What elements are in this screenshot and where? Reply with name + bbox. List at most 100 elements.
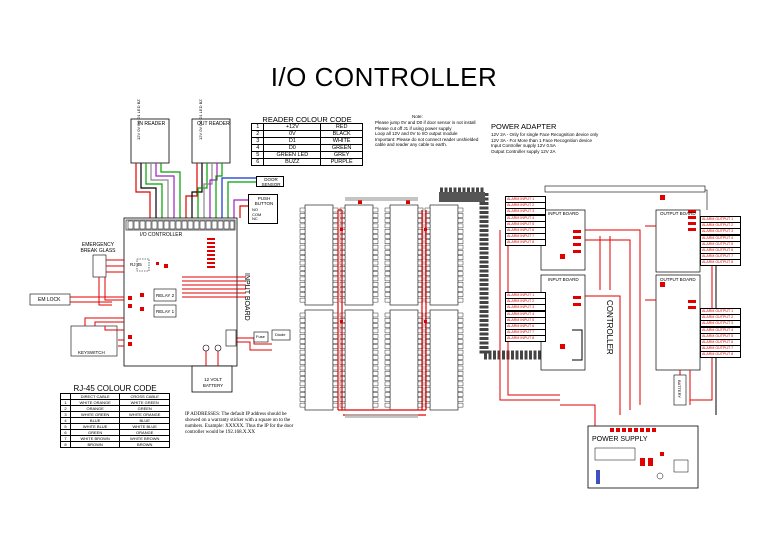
table-cell: 3 bbox=[250, 137, 265, 145]
terminal-pin bbox=[457, 387, 464, 392]
table-cell: D1 bbox=[263, 137, 322, 145]
terminal-pin bbox=[332, 387, 339, 392]
terminal-pin bbox=[299, 344, 306, 349]
terminal-pin bbox=[424, 276, 431, 282]
terminal-pin bbox=[424, 387, 431, 392]
terminal-pin bbox=[332, 312, 339, 318]
note-list: Please jump 0V and D0 if door sensor is … bbox=[375, 120, 480, 148]
terminal-pin bbox=[299, 228, 306, 234]
terminal-pin bbox=[372, 260, 379, 266]
terminal-pin bbox=[384, 255, 391, 260]
terminal-pin bbox=[332, 292, 339, 297]
terminal-pin bbox=[332, 376, 339, 381]
terminal-pin bbox=[384, 397, 391, 402]
terminal-pin bbox=[457, 292, 464, 297]
terminal-pin bbox=[332, 371, 339, 376]
alarm-label: ALARM OUTPUT 8 bbox=[700, 259, 741, 267]
table-cell: 2 bbox=[250, 130, 265, 138]
terminal-pin bbox=[457, 365, 464, 371]
terminal-pin bbox=[457, 312, 464, 318]
terminal-pin bbox=[424, 397, 431, 402]
power-adapter-line: 12V 2A - Only for single Face Recognitio… bbox=[491, 132, 599, 137]
terminal-pin bbox=[457, 318, 464, 323]
io-controller-label: I/O CONTROLLER bbox=[140, 232, 183, 238]
terminal-pin bbox=[424, 360, 431, 365]
terminal-pin bbox=[332, 323, 339, 328]
terminal-pin bbox=[417, 213, 424, 218]
terminal-pin bbox=[424, 255, 431, 260]
terminal-pin bbox=[384, 260, 391, 266]
terminal-pin bbox=[457, 402, 464, 408]
power-adapter-lines: 12V 2A - Only for single Face Recognitio… bbox=[491, 132, 621, 154]
terminal-pin bbox=[372, 387, 379, 392]
terminal-pin bbox=[424, 250, 431, 255]
terminal-pin bbox=[299, 297, 306, 303]
battery-right-label: BATTERY bbox=[677, 380, 682, 399]
terminal-pin bbox=[332, 381, 339, 387]
terminal-pin bbox=[372, 271, 379, 276]
terminal-pin bbox=[457, 297, 464, 303]
terminal-pin bbox=[424, 244, 431, 250]
terminal-pin bbox=[372, 355, 379, 360]
terminal-pin bbox=[372, 360, 379, 365]
terminal-pin bbox=[424, 292, 431, 297]
terminal-pin bbox=[332, 297, 339, 303]
terminal-pin bbox=[424, 381, 431, 387]
table-cell: RED bbox=[320, 123, 363, 131]
terminal-pin bbox=[299, 282, 306, 287]
terminal-pin bbox=[384, 323, 391, 328]
terminal-pin bbox=[384, 234, 391, 239]
terminal-pin bbox=[417, 260, 424, 266]
terminal-pin bbox=[457, 207, 464, 213]
terminal-pin bbox=[424, 234, 431, 239]
table-cell: 6 bbox=[250, 158, 265, 166]
terminal-pin bbox=[417, 255, 424, 260]
terminal-pin bbox=[417, 323, 424, 328]
terminal-pin bbox=[299, 271, 306, 276]
input-board-bottom-label: INPUT BOARD bbox=[548, 277, 579, 282]
terminal-pin bbox=[384, 349, 391, 355]
terminal-pin bbox=[372, 402, 379, 408]
table-cell: GREY bbox=[320, 151, 363, 159]
terminal-pin bbox=[417, 207, 424, 213]
terminal-pin bbox=[299, 287, 306, 292]
terminal-pin bbox=[332, 360, 339, 365]
terminal-pin bbox=[332, 213, 339, 218]
terminal-pin bbox=[332, 244, 339, 250]
terminal-pin bbox=[299, 349, 306, 355]
alarm-label: ALARM INPUT 8 bbox=[505, 239, 546, 247]
terminal-pin bbox=[332, 318, 339, 323]
terminal-pin bbox=[299, 312, 306, 318]
terminal-pin bbox=[372, 276, 379, 282]
note-item: Important: Please do not connect reader … bbox=[375, 136, 479, 148]
terminal-pin bbox=[384, 228, 391, 234]
terminal-pin bbox=[372, 250, 379, 255]
terminal-pin bbox=[299, 218, 306, 223]
terminal-pin bbox=[332, 207, 339, 213]
terminal-pin bbox=[384, 360, 391, 365]
terminal-pin bbox=[424, 344, 431, 349]
terminal-pin bbox=[424, 218, 431, 223]
terminal-pin bbox=[417, 250, 424, 255]
table-cell: 1 bbox=[250, 123, 265, 131]
terminal-pin bbox=[332, 344, 339, 349]
note-heading: Note: bbox=[412, 114, 423, 119]
terminal-pin bbox=[417, 365, 424, 371]
terminal-pin bbox=[384, 207, 391, 213]
terminal-pin bbox=[384, 344, 391, 349]
terminal-pin bbox=[299, 323, 306, 328]
terminal-pin bbox=[457, 266, 464, 271]
table-cell: GREEN bbox=[320, 144, 363, 152]
terminal-pin bbox=[299, 260, 306, 266]
terminal-pin bbox=[424, 223, 431, 229]
terminal-pin bbox=[384, 244, 391, 250]
terminal-pin bbox=[424, 287, 431, 292]
terminal-pin bbox=[332, 228, 339, 234]
terminal-pin bbox=[332, 349, 339, 355]
terminal-pin bbox=[299, 360, 306, 365]
terminal-pin bbox=[384, 213, 391, 218]
terminal-pin bbox=[417, 297, 424, 303]
terminal-pin bbox=[384, 218, 391, 223]
terminal-pin bbox=[299, 355, 306, 360]
